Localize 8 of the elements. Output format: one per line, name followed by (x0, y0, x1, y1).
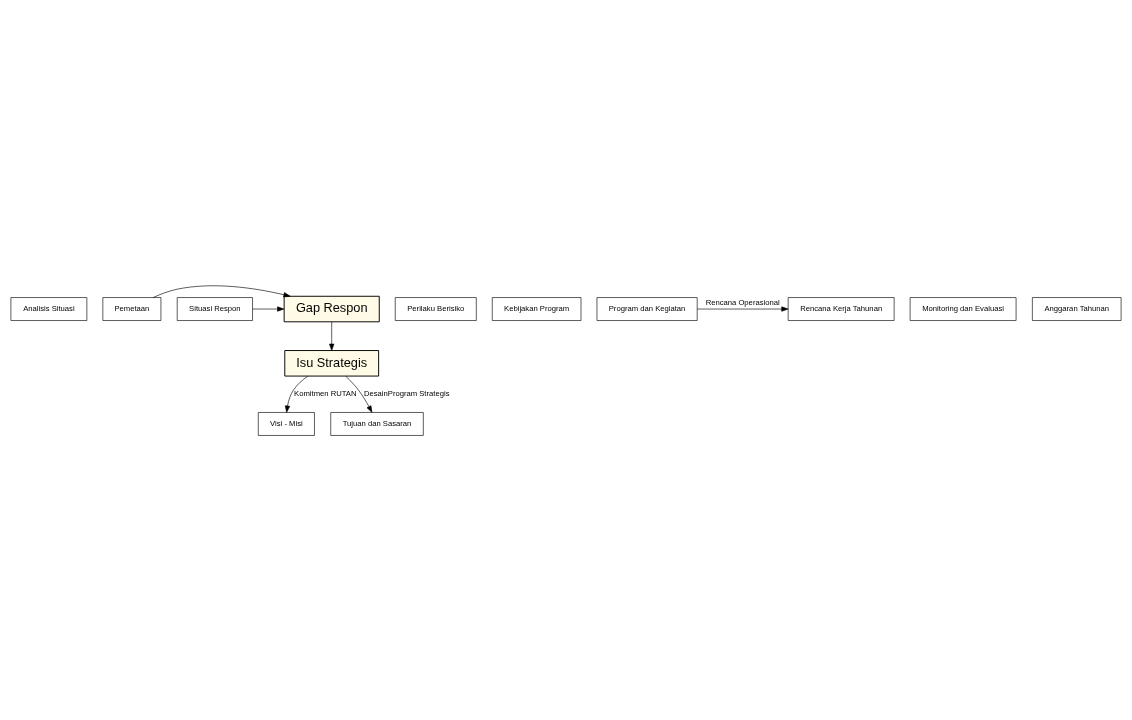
arrow (252, 306, 285, 312)
arrow (345, 375, 373, 413)
arrow (285, 375, 309, 413)
node-box: Gap Respon (283, 295, 380, 322)
arrow (329, 321, 335, 351)
node-box: Isu Strategis (284, 349, 380, 377)
arrow (697, 306, 789, 312)
arrow (152, 284, 291, 298)
